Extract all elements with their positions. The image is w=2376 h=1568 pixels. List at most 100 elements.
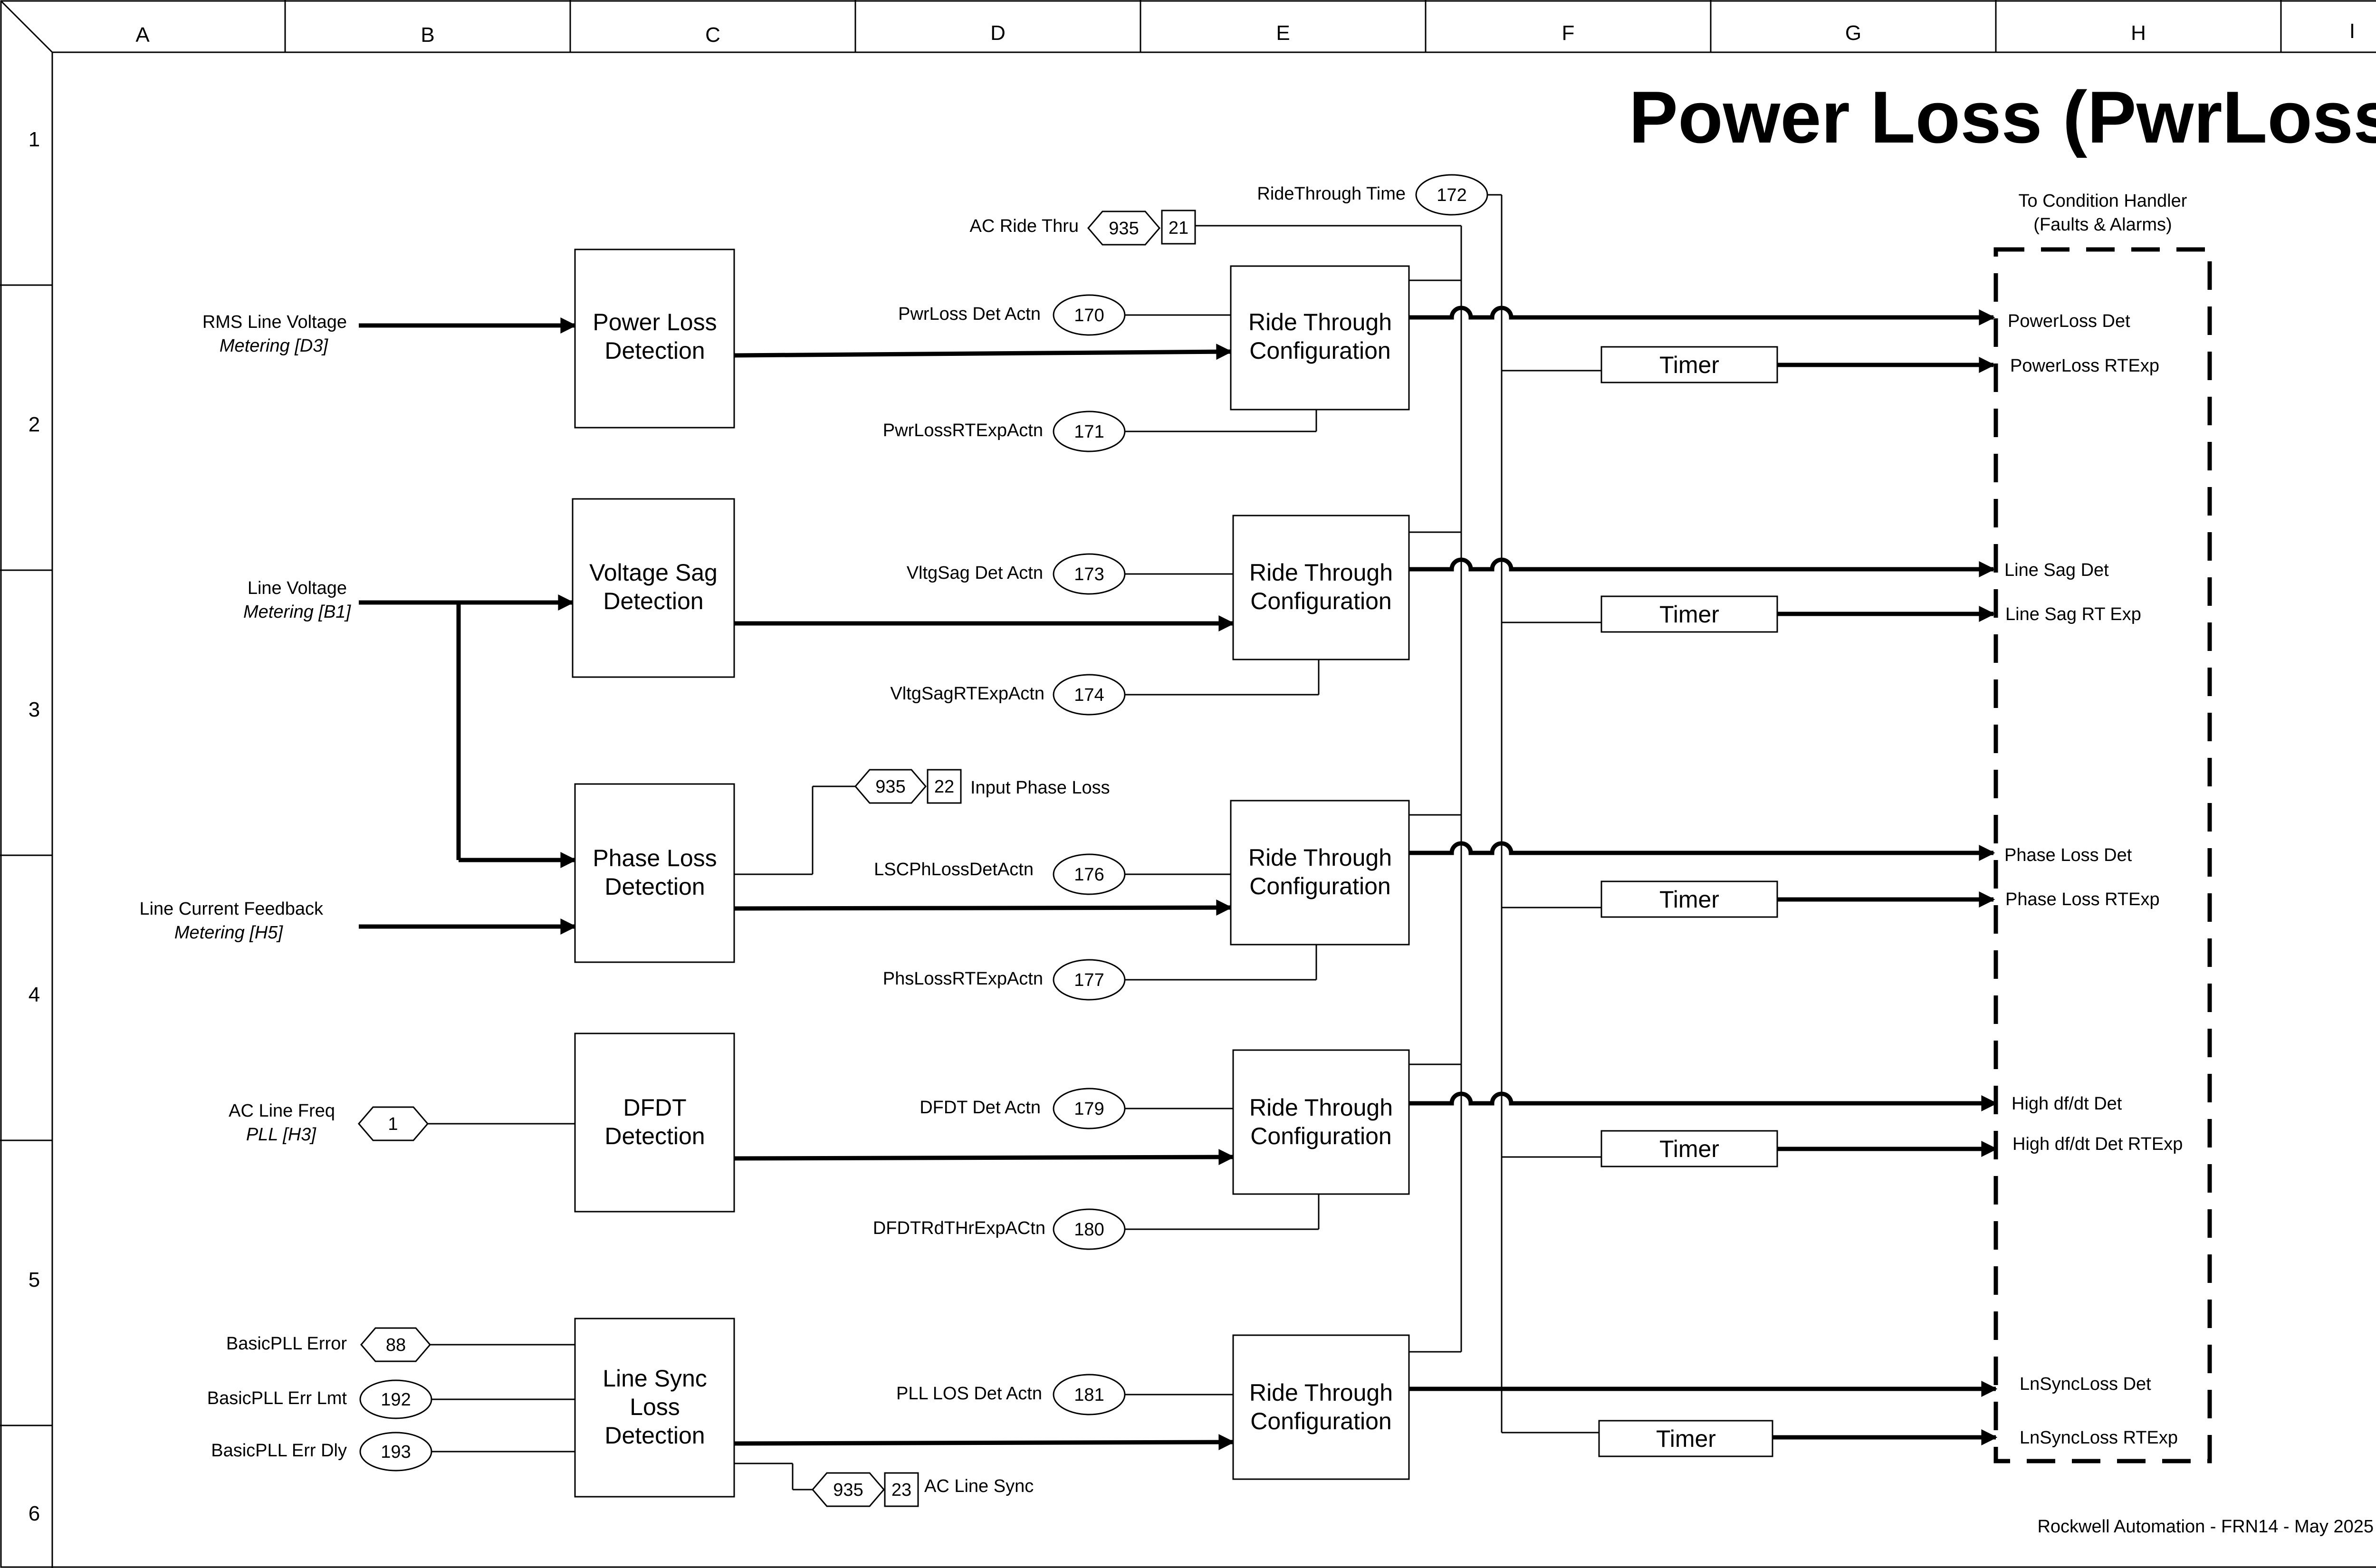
svg-text:(Faults & Alarms): (Faults & Alarms)	[2033, 215, 2172, 235]
svg-text:LSCPhLossDetActn: LSCPhLossDetActn	[874, 860, 1034, 880]
svg-text:DFDT: DFDT	[623, 1094, 686, 1121]
svg-text:DFDT Det Actn: DFDT Det Actn	[920, 1098, 1041, 1118]
row-label: 6	[29, 1502, 40, 1525]
column-label: F	[1562, 21, 1575, 45]
svg-text:Detection: Detection	[603, 588, 703, 614]
svg-text:Timer: Timer	[1659, 352, 1719, 378]
timer-block: Timer	[1600, 595, 1778, 633]
svg-text:Ride Through: Ride Through	[1248, 309, 1392, 335]
svg-text:23: 23	[891, 1480, 911, 1500]
input-ref: Metering [H5]	[174, 923, 284, 943]
column-label: A	[135, 23, 150, 47]
svg-text:PwrLossRTExpActn: PwrLossRTExpActn	[883, 421, 1043, 440]
svg-text:Ride Through: Ride Through	[1249, 1094, 1393, 1121]
svg-text:DFDTRdTHrExpACtn: DFDTRdTHrExpACtn	[873, 1218, 1045, 1238]
output-label: LnSyncLoss Det	[2020, 1374, 2151, 1394]
svg-text:935: 935	[1109, 219, 1139, 239]
svg-text:Configuration: Configuration	[1249, 337, 1390, 364]
svg-text:935: 935	[833, 1480, 863, 1500]
svg-text:173: 173	[1074, 564, 1104, 584]
row-label: 5	[29, 1268, 40, 1291]
svg-text:Configuration: Configuration	[1250, 1408, 1391, 1434]
condition-handler-outputs: PowerLoss Det PowerLoss RTExp Line Sag D…	[2004, 311, 2183, 1448]
output-label: Phase Loss RTExp	[2005, 889, 2160, 909]
input-label: RMS Line Voltage	[202, 312, 347, 332]
svg-text:Configuration: Configuration	[1250, 588, 1391, 614]
svg-text:Detection: Detection	[604, 873, 705, 900]
param-phsloss-rtexp-actn: PhsLossRTExpActn 177	[883, 959, 1126, 1001]
svg-text:170: 170	[1074, 306, 1104, 325]
svg-text:Timer: Timer	[1659, 601, 1719, 628]
power-loss-detection-block: Power Loss Detection	[574, 249, 735, 429]
dfdt-detection-block: DFDT Detection	[574, 1033, 735, 1213]
param-pwrloss-det-actn: PwrLoss Det Actn 170	[898, 294, 1126, 336]
row-label: 2	[29, 413, 40, 436]
svg-text:176: 176	[1074, 865, 1104, 885]
page-title: Power Loss (PwrLoss)	[1629, 76, 2376, 158]
param-basicpll-err-lmt: 192	[359, 1379, 432, 1419]
svg-text:PwrLoss Det Actn: PwrLoss Det Actn	[898, 304, 1041, 324]
row-label: 3	[29, 698, 40, 721]
svg-text:1: 1	[388, 1114, 398, 1134]
ride-through-config-block: Ride Through Configuration	[1232, 1334, 1410, 1480]
input-label: BasicPLL Err Lmt	[207, 1388, 347, 1408]
input-label: Line Current Feedback	[139, 899, 324, 919]
svg-text:PLL LOS Det Actn: PLL LOS Det Actn	[896, 1384, 1042, 1404]
signal-line	[1409, 841, 1995, 861]
param-dfdt-det-actn: DFDT Det Actn 179	[920, 1088, 1126, 1129]
timer-block: Timer	[1598, 1420, 1773, 1457]
svg-text:Loss: Loss	[630, 1394, 680, 1420]
svg-text:192: 192	[381, 1390, 411, 1410]
svg-text:Timer: Timer	[1656, 1425, 1716, 1452]
param-vltgsag-det-actn: VltgSag Det Actn 173	[907, 553, 1126, 595]
svg-text:935: 935	[875, 777, 905, 797]
signal-line	[1409, 306, 1995, 325]
input-ref: Metering [B1]	[243, 602, 351, 622]
param-lscphlossdetactn: LSCPhLossDetActn 176	[874, 853, 1126, 895]
svg-text:177: 177	[1074, 970, 1104, 990]
output-label: PowerLoss Det	[2008, 311, 2130, 331]
input-label: BasicPLL Err Dly	[211, 1441, 347, 1461]
svg-text:Ride Through: Ride Through	[1249, 559, 1393, 586]
bit-tag-input-phase-loss: 935 22 Input Phase Loss	[854, 769, 1110, 804]
bold-signal-lines	[359, 306, 1998, 1451]
bit-tag-ac-line-sync: 935 23 AC Line Sync	[812, 1472, 1034, 1507]
column-labels: A B C D E F G H I	[135, 19, 2355, 47]
svg-text:AC Line Sync: AC Line Sync	[924, 1476, 1034, 1496]
input-label: Line Voltage	[248, 578, 347, 598]
signal-line	[1409, 557, 1995, 577]
column-label: E	[1276, 21, 1290, 45]
output-label: Phase Loss Det	[2004, 845, 2132, 865]
svg-text:To Condition Handler: To Condition Handler	[2019, 191, 2187, 211]
svg-text:Configuration: Configuration	[1249, 873, 1390, 899]
param-basicpll-err-dly: 193	[359, 1432, 432, 1472]
param-vltgsag-rtexp-actn: VltgSagRTExpActn 174	[890, 674, 1126, 716]
ride-through-config-block: Ride Through Configuration	[1232, 515, 1410, 660]
svg-text:180: 180	[1074, 1220, 1104, 1240]
param-pwrloss-rtexp-actn: PwrLossRTExpActn 171	[883, 411, 1126, 452]
output-label: High df/dt Det RTExp	[2012, 1134, 2183, 1154]
signal-line	[734, 344, 1233, 360]
svg-text:Power Loss: Power Loss	[593, 309, 717, 335]
column-label: G	[1845, 21, 1861, 45]
thin-wiring	[428, 194, 1778, 1491]
input-label: AC Line Freq	[229, 1101, 335, 1121]
ride-through-config-block: Ride Through Configuration	[1232, 1049, 1410, 1195]
condition-handler: To Condition Handler (Faults & Alarms)	[1993, 191, 2212, 1463]
output-label: PowerLoss RTExp	[2010, 356, 2159, 376]
param-ridethrough-time: RideThrough Time 172	[1257, 174, 1488, 216]
bit-tag-ac-ride-thru: AC Ride Thru 935 21	[969, 210, 1196, 246]
voltage-sag-detection-block: Voltage Sag Detection	[572, 498, 735, 678]
param-dfdt-rdthr-expactn: DFDTRdTHrExpACtn 180	[873, 1208, 1126, 1250]
timer-block: Timer	[1600, 1130, 1778, 1167]
svg-text:22: 22	[934, 777, 954, 797]
output-label: Line Sag RT Exp	[2005, 604, 2141, 624]
svg-text:Voltage Sag: Voltage Sag	[589, 559, 718, 586]
svg-text:172: 172	[1437, 185, 1466, 205]
output-label: Line Sag Det	[2004, 560, 2109, 580]
svg-text:AC Ride Thru: AC Ride Thru	[969, 216, 1079, 236]
svg-text:Phase Loss: Phase Loss	[593, 845, 717, 871]
svg-text:Input Phase Loss: Input Phase Loss	[970, 778, 1110, 798]
